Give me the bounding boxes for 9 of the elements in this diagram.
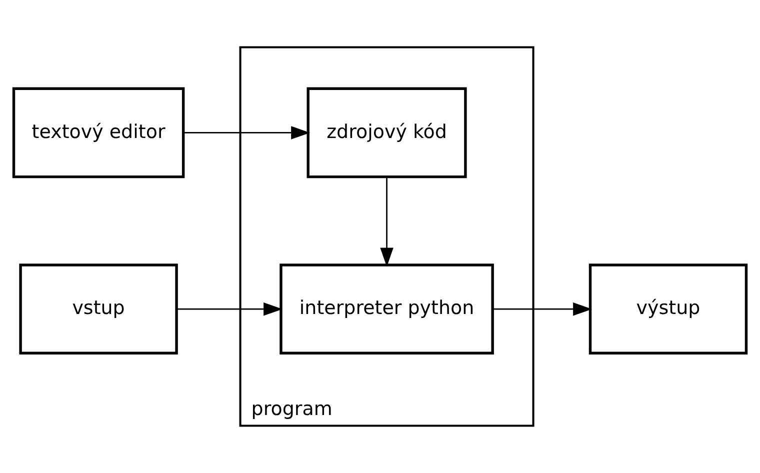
node-box: textový editor [12, 87, 185, 178]
arrow [380, 177, 394, 267]
node-box: výstup [588, 264, 748, 355]
node-box: zdrojový kód [306, 87, 467, 178]
arrow [176, 302, 283, 316]
arrow [184, 126, 310, 140]
node-box: interpreter python [280, 264, 494, 355]
node-box: vstup [19, 264, 178, 355]
arrow [492, 302, 592, 316]
